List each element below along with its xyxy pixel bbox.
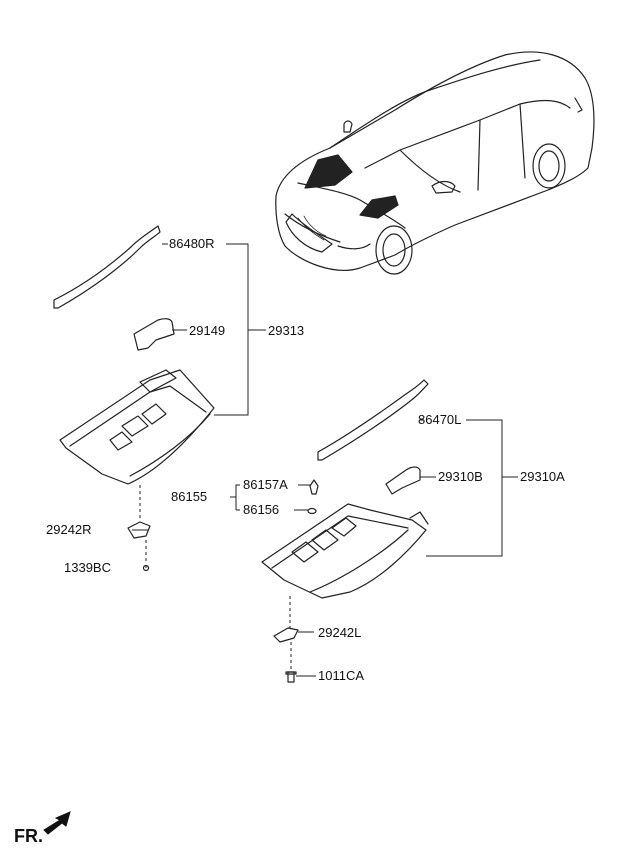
bolt-1339BC — [142, 564, 150, 572]
arrow-front-icon — [43, 811, 71, 835]
car-right-hood-insulator — [359, 195, 399, 219]
insulator-panel-29310A — [261, 503, 429, 599]
label-29310A: 29310A — [520, 469, 565, 484]
screw-86157A — [309, 479, 319, 495]
label-86156: 86156 — [243, 502, 280, 517]
weatherstrip-86480R — [53, 225, 161, 309]
label-86480R: 86480R — [169, 236, 215, 251]
insulator-panel-29313 — [59, 369, 215, 485]
bracket-29149 — [133, 318, 175, 351]
bracket-29310B — [385, 466, 421, 495]
label-1011CA: 1011CA — [318, 668, 365, 683]
label-1339BC: 1339BC — [64, 560, 111, 575]
clip-29242R — [127, 521, 151, 539]
grommet-86156 — [307, 507, 317, 515]
bolt-1011CA — [285, 671, 297, 683]
label-29149: 29149 — [189, 323, 226, 338]
car-left-hood-insulator — [304, 154, 353, 189]
label-29313: 29313 — [268, 323, 305, 338]
label-29242L: 29242L — [318, 625, 362, 640]
leader-lines — [132, 243, 518, 677]
label-29310B: 29310B — [438, 469, 483, 484]
weatherstrip-86470L — [317, 379, 429, 461]
label-86470L: 86470L — [418, 412, 462, 427]
label-86157A: 86157A — [243, 477, 288, 492]
clip-29242L — [273, 627, 299, 643]
label-29242R: 29242R — [46, 522, 92, 537]
car-illustration — [275, 51, 595, 275]
label-86155: 86155 — [171, 489, 208, 504]
front-direction-label: FR. — [14, 826, 43, 846]
